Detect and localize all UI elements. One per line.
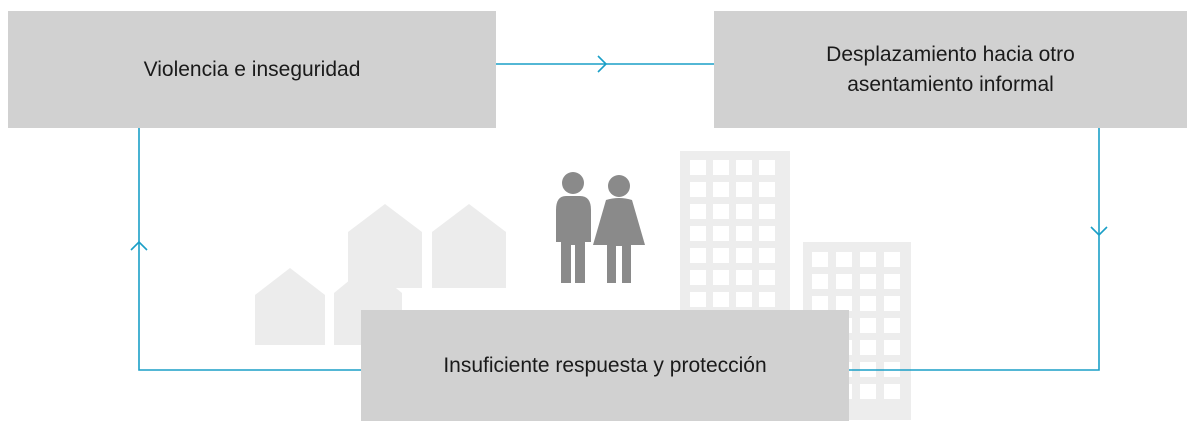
node-response: Insuficiente respuesta y protección [361,310,849,421]
window [836,296,852,311]
window [759,204,775,219]
window [690,270,706,285]
window [812,252,828,267]
window [759,270,775,285]
man-body [556,196,591,283]
woman-head [608,175,630,197]
window [736,160,752,175]
node-violence-label: Violencia e inseguridad [143,57,361,81]
arrow-right-icon [597,55,608,73]
window [860,252,876,267]
window [690,292,706,307]
window [860,274,876,289]
window [836,252,852,267]
man-head [562,172,584,194]
window [713,204,729,219]
window [713,226,729,241]
window [759,182,775,197]
arrow-up-icon [130,240,148,251]
window [736,248,752,263]
window [690,248,706,263]
connector-displacement-to-response [849,128,1100,371]
window [713,160,729,175]
window [812,274,828,289]
window [736,270,752,285]
window [860,318,876,333]
window [884,318,900,333]
window [860,296,876,311]
window [690,226,706,241]
window [759,292,775,307]
window [884,384,900,399]
woman-body [593,198,645,283]
node-displacement-label: Desplazamiento hacia otro asentamiento i… [826,43,1075,96]
window [812,296,828,311]
connector-response-to-violence [138,128,361,371]
window [884,274,900,289]
window [713,248,729,263]
window [690,182,706,197]
window [713,270,729,285]
window [713,292,729,307]
window [690,160,706,175]
window [690,204,706,219]
house-shape [432,204,506,288]
window [713,182,729,197]
window [736,204,752,219]
node-response-label: Insuficiente respuesta y protección [443,353,767,377]
houses-icon [255,204,506,345]
house-shape [255,268,325,345]
window [860,384,876,399]
window [860,340,876,355]
window [836,274,852,289]
window [736,182,752,197]
window [759,248,775,263]
node-displacement: Desplazamiento hacia otro asentamiento i… [714,11,1187,128]
couple-icon [556,172,645,283]
arrow-down-icon [1090,226,1108,237]
cycle-connectors [130,55,1108,371]
window [759,160,775,175]
window [884,296,900,311]
window [736,226,752,241]
window [884,340,900,355]
window [759,226,775,241]
window [736,292,752,307]
node-violence: Violencia e inseguridad [8,11,496,128]
window [884,252,900,267]
